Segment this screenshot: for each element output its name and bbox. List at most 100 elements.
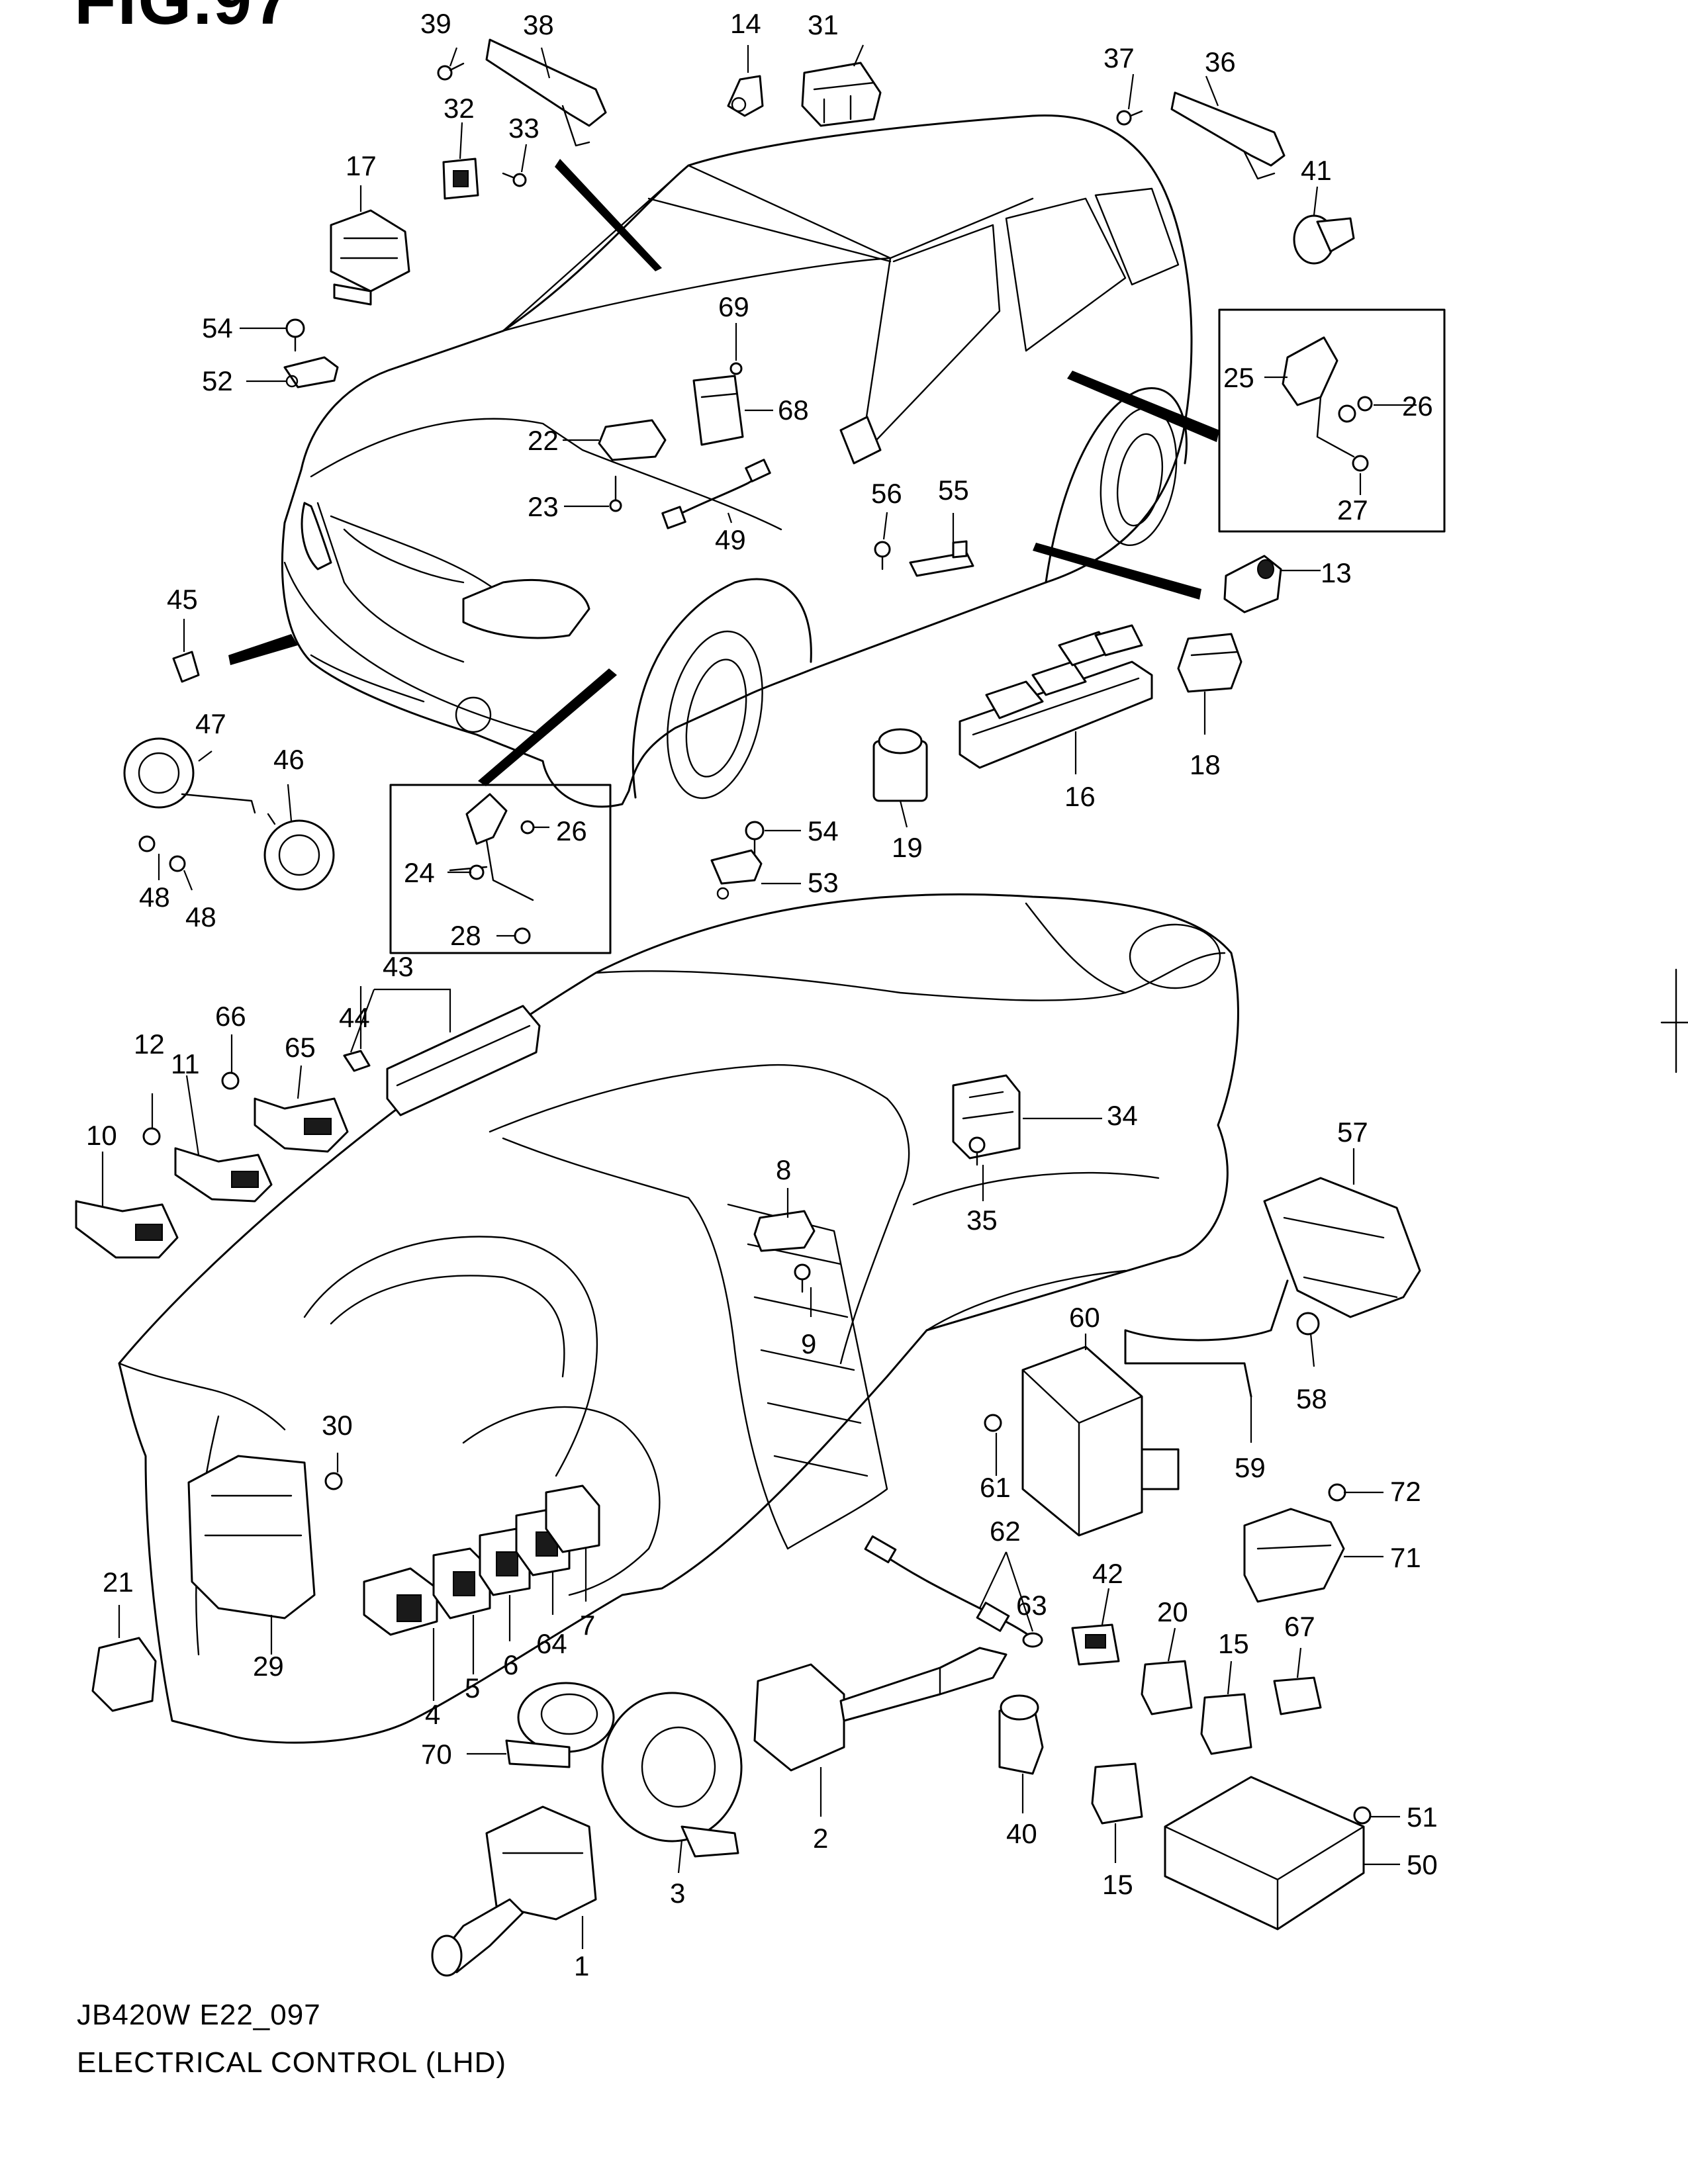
callout-67: 67 xyxy=(1284,1611,1315,1642)
part-8-relay[interactable] xyxy=(753,1210,816,1252)
callout-38: 38 xyxy=(523,9,554,40)
part-57-module[interactable] xyxy=(1263,1177,1421,1318)
part-47-horn[interactable] xyxy=(123,737,256,814)
part-30-bolt[interactable] xyxy=(324,1472,343,1490)
part-14-sensor[interactable] xyxy=(727,75,764,117)
part-26-bolt-a[interactable] xyxy=(1357,396,1373,412)
part-1-combination-switch[interactable] xyxy=(431,1805,597,1977)
part-61-bolt[interactable] xyxy=(984,1414,1002,1432)
part-42-switch[interactable] xyxy=(1071,1623,1120,1666)
part-59-bracket[interactable] xyxy=(1124,1279,1289,1398)
part-45-sensor[interactable] xyxy=(172,651,200,683)
part-28-nut[interactable] xyxy=(514,927,531,944)
part-11-switch[interactable] xyxy=(174,1147,273,1203)
part-40-ignition-switch[interactable] xyxy=(998,1694,1044,1775)
part-46-horn[interactable] xyxy=(263,813,335,891)
part-53-bracket[interactable] xyxy=(710,849,763,900)
part-29-fuse-box[interactable] xyxy=(187,1455,316,1619)
part-69-screw[interactable] xyxy=(729,362,743,375)
part-56-screw[interactable] xyxy=(874,541,891,570)
callout-11: 11 xyxy=(171,1048,200,1079)
part-23-screw[interactable] xyxy=(609,475,622,512)
callout-26a: 26 xyxy=(1402,390,1433,422)
part-20-switch[interactable] xyxy=(1141,1660,1193,1715)
part-37-screw[interactable] xyxy=(1116,110,1143,126)
part-60-ecu[interactable] xyxy=(1021,1345,1180,1537)
part-24-height-sensor[interactable] xyxy=(449,793,534,901)
part-72-bolt[interactable] xyxy=(1328,1483,1346,1502)
part-15-switch-a[interactable] xyxy=(1200,1693,1252,1755)
part-19-mirror-switch[interactable] xyxy=(872,728,928,802)
callout-44: 44 xyxy=(339,1002,370,1033)
part-5-switch[interactable] xyxy=(432,1547,491,1619)
part-2-wiper-switch[interactable] xyxy=(753,1647,1008,1772)
part-48-bolt-b[interactable] xyxy=(169,855,186,872)
part-49-harness[interactable] xyxy=(661,459,771,529)
part-34-module[interactable] xyxy=(952,1074,1021,1160)
part-32-switch[interactable] xyxy=(442,158,479,200)
part-68-module[interactable] xyxy=(692,375,744,446)
part-58-grommet[interactable] xyxy=(1296,1312,1320,1336)
vehicle-outline xyxy=(281,114,1193,808)
part-50-airbag-module[interactable] xyxy=(1164,1776,1365,1931)
callout-29: 29 xyxy=(253,1651,284,1682)
part-71-sensor[interactable] xyxy=(1243,1508,1345,1603)
part-4-switch[interactable] xyxy=(363,1567,438,1636)
inset-box-front-sensor xyxy=(389,784,612,954)
diagram-title: ELECTRICAL CONTROL (LHD) xyxy=(77,2046,507,2079)
part-38-bracket[interactable] xyxy=(485,38,607,147)
callout-68: 68 xyxy=(778,394,809,426)
leader-lines xyxy=(101,44,1417,1949)
part-27-nut[interactable] xyxy=(1352,455,1369,472)
callout-53: 53 xyxy=(808,867,839,898)
part-66-nut[interactable] xyxy=(221,1071,240,1090)
callout-60: 60 xyxy=(1069,1302,1100,1333)
part-41-sensor[interactable] xyxy=(1293,214,1355,265)
part-52-bracket[interactable] xyxy=(283,356,339,388)
part-33-screw[interactable] xyxy=(502,172,527,187)
callout-42: 42 xyxy=(1092,1558,1123,1589)
part-39-screw[interactable] xyxy=(437,62,465,81)
part-9-screw[interactable] xyxy=(794,1263,811,1293)
part-36-bracket[interactable] xyxy=(1170,91,1286,180)
callout-30: 30 xyxy=(322,1410,353,1441)
part-65-switch[interactable] xyxy=(254,1097,349,1153)
part-67-switch[interactable] xyxy=(1273,1676,1322,1715)
callout-22: 22 xyxy=(528,425,559,456)
callout-62: 62 xyxy=(990,1516,1021,1547)
part-44-clip[interactable] xyxy=(343,1050,371,1072)
part-55-sensor[interactable] xyxy=(909,540,974,577)
part-54-bolt-a[interactable] xyxy=(285,318,305,352)
callout-39: 39 xyxy=(420,8,451,39)
part-16-window-switch[interactable] xyxy=(959,624,1153,769)
part-7-switch[interactable] xyxy=(545,1484,600,1553)
part-62-harness[interactable] xyxy=(864,1535,1034,1639)
callout-13: 13 xyxy=(1321,557,1352,588)
part-13-sensor[interactable] xyxy=(1223,555,1282,614)
part-18-switch[interactable] xyxy=(1177,633,1243,693)
callout-3: 3 xyxy=(670,1878,685,1909)
part-54-bolt-b[interactable] xyxy=(745,821,765,855)
part-70-angle-sensor[interactable] xyxy=(505,1682,615,1768)
callout-1: 1 xyxy=(574,1950,589,1981)
part-17-switch[interactable] xyxy=(330,209,410,306)
part-12-nut[interactable] xyxy=(142,1127,161,1146)
part-10-switch[interactable] xyxy=(75,1200,179,1259)
callout-10: 10 xyxy=(86,1120,117,1151)
part-22-module[interactable] xyxy=(598,419,667,461)
part-31-switch[interactable] xyxy=(801,62,882,127)
part-48-bolt-a[interactable] xyxy=(138,835,156,852)
callout-8: 8 xyxy=(776,1154,791,1185)
callout-72: 72 xyxy=(1390,1476,1421,1507)
part-63-connector[interactable] xyxy=(1022,1632,1043,1648)
part-25-height-sensor[interactable] xyxy=(1282,336,1356,458)
part-51-bolt[interactable] xyxy=(1353,1806,1372,1825)
part-15-switch-b[interactable] xyxy=(1091,1762,1143,1825)
part-35-bolt[interactable] xyxy=(968,1136,986,1166)
callout-58: 58 xyxy=(1296,1383,1327,1414)
part-26-bolt-b[interactable] xyxy=(520,820,535,835)
part-43-climate-panel[interactable] xyxy=(386,1005,541,1116)
part-3-clock-spring[interactable] xyxy=(601,1692,743,1858)
callout-40: 40 xyxy=(1006,1818,1037,1849)
part-21-relay[interactable] xyxy=(91,1637,157,1712)
